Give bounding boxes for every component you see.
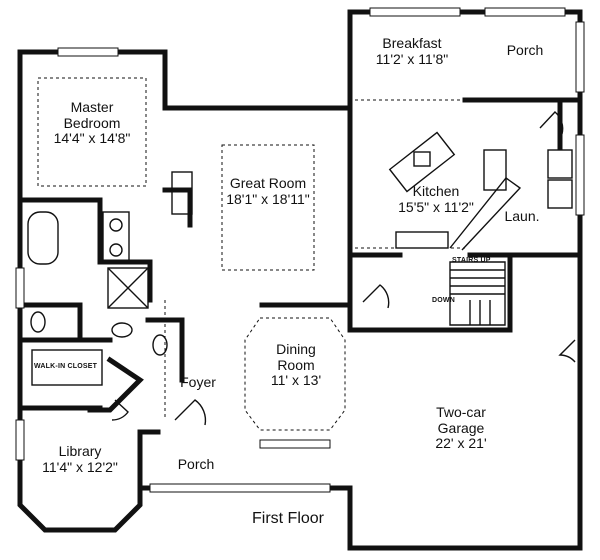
garage-label: Two-car Garage 22' x 21'	[435, 404, 487, 452]
kitchen-label: Kitchen 15'5" x 11'2"	[398, 183, 474, 215]
master-bedroom-label: Master Bedroom 14'4" x 14'8"	[53, 99, 131, 147]
stairs	[449, 261, 506, 326]
dining-room-label: Dining Room 11' x 13'	[270, 341, 322, 389]
breakfast-label: Breakfast 11'2' x 11'8"	[375, 35, 449, 67]
library-label: Library 11'4" x 12'2"	[42, 443, 118, 475]
doors	[111, 111, 576, 426]
fixtures	[27, 131, 573, 386]
back-porch-label: Porch	[506, 42, 544, 58]
windows	[15, 7, 585, 493]
great-room-label: Great Room 18'1" x 18'11"	[226, 175, 310, 207]
foyer-label: Foyer	[180, 374, 216, 390]
laundry-label: Laun.	[504, 208, 540, 224]
exterior-walls	[17, 9, 583, 551]
plan-title: First Floor	[252, 510, 324, 527]
stairs-down-label: DOWN	[432, 297, 455, 304]
walk-in-closet-label: WALK-IN CLOSET	[34, 363, 98, 370]
stairs-up-label: STAIRS UP	[452, 257, 491, 264]
front-porch-label: Porch	[177, 456, 215, 472]
